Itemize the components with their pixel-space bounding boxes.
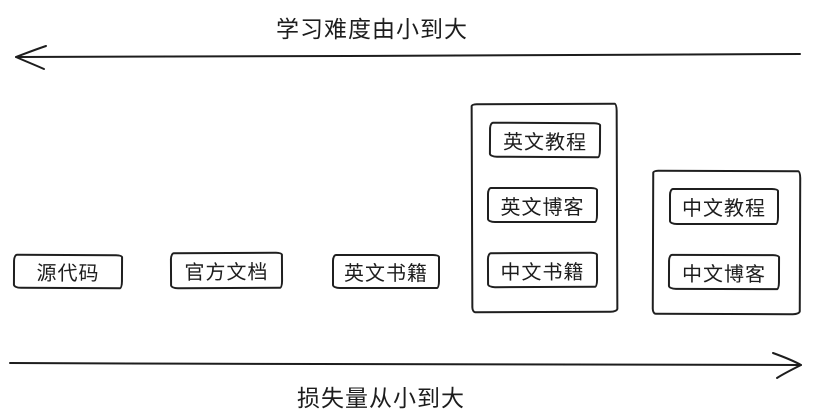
- node-label: 中文教程: [682, 198, 766, 220]
- node-chinese-tutorials: 中文教程: [669, 188, 779, 225]
- node-english-tutorials: 英文教程: [488, 121, 602, 159]
- node-label: 中文书籍: [500, 261, 585, 284]
- node-label: 源代码: [36, 262, 100, 286]
- top-axis-label: 学习难度由小到大: [276, 16, 468, 42]
- node-english-blogs: 英文博客: [487, 187, 598, 223]
- node-official-docs: 官方文档: [169, 251, 284, 290]
- node-english-books: 英文书籍: [332, 254, 440, 289]
- node-source-code: 源代码: [12, 253, 124, 290]
- node-label: 中文博客: [681, 263, 767, 286]
- node-label: 英文书籍: [344, 263, 428, 285]
- node-chinese-books: 中文书籍: [486, 251, 599, 289]
- node-chinese-blogs: 中文博客: [667, 253, 781, 291]
- left-arrow-icon: [15, 45, 801, 70]
- node-label: 官方文档: [184, 261, 269, 285]
- node-label: 英文教程: [502, 131, 588, 154]
- node-label: 英文博客: [500, 196, 585, 219]
- bottom-axis-label: 损失量从小到大: [297, 385, 465, 411]
- right-arrow-icon: [9, 352, 802, 379]
